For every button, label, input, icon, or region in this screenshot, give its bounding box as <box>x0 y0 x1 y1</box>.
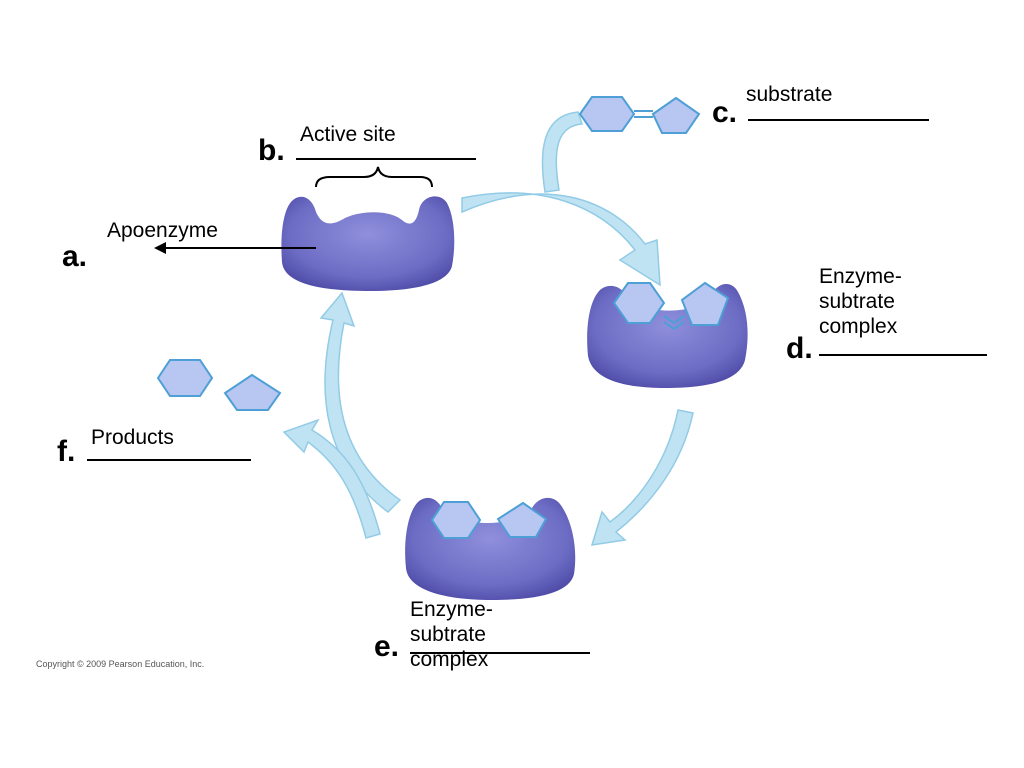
complex-products-e <box>430 501 548 539</box>
active-site-brace <box>315 166 433 188</box>
apoenzyme-pointer-head <box>154 242 166 254</box>
released-products <box>156 359 282 411</box>
blank-line-f <box>87 459 251 461</box>
label-products: Products <box>91 426 174 449</box>
arrow-top-right <box>461 192 661 287</box>
label-complex-e-line-3: complex <box>410 648 489 671</box>
label-letter-c: c. <box>712 96 738 129</box>
label-substrate: substrate <box>746 83 833 106</box>
apoenzyme-shape <box>281 196 455 291</box>
arrow-products-out <box>282 418 381 539</box>
complex-d-bond-2 <box>663 321 685 331</box>
complex-enzyme-e <box>405 497 576 600</box>
label-letter-a: a. <box>62 240 88 273</box>
complex-e-hexagon <box>430 501 482 539</box>
label-complex-d-line-2: subtrate <box>819 290 895 313</box>
complex-substrate-d <box>612 281 730 331</box>
substrate-pentagon <box>651 96 701 134</box>
label-complex-d-line-1: Enzyme- <box>819 265 902 288</box>
product-pentagon <box>223 373 282 411</box>
copyright-notice: Copyright © 2009 Pearson Education, Inc. <box>36 659 205 669</box>
arrow-right-down <box>590 409 694 546</box>
label-apoenzyme: Apoenzyme <box>107 219 218 242</box>
label-complex-e: Enzyme- subtrate complex <box>410 597 493 672</box>
label-complex-d: Enzyme- subtrate complex <box>819 264 902 339</box>
product-hexagon <box>156 359 214 397</box>
label-letter-b: b. <box>258 134 285 167</box>
blank-line-e <box>410 652 590 654</box>
blank-line-b <box>296 158 476 160</box>
complex-d-bond <box>663 315 685 325</box>
substrate-molecule <box>578 96 701 134</box>
substrate-hexagon <box>578 96 636 132</box>
complex-d-pentagon <box>680 281 730 326</box>
label-complex-e-line-1: Enzyme- <box>410 598 493 621</box>
label-letter-e: e. <box>374 630 400 663</box>
blank-line-c <box>748 119 929 121</box>
complex-d-hexagon <box>612 282 666 324</box>
label-letter-d: d. <box>786 332 813 365</box>
label-active-site: Active site <box>300 123 396 146</box>
label-complex-d-line-3: complex <box>819 315 898 338</box>
complex-e-pentagon <box>496 501 548 538</box>
cycle-arrows <box>282 111 694 546</box>
blank-line-d <box>819 354 987 356</box>
label-letter-f: f. <box>57 435 76 468</box>
arrow-substrate-in <box>541 111 584 193</box>
label-complex-e-line-2: subtrate <box>410 623 486 646</box>
arrow-left-up <box>319 291 402 513</box>
